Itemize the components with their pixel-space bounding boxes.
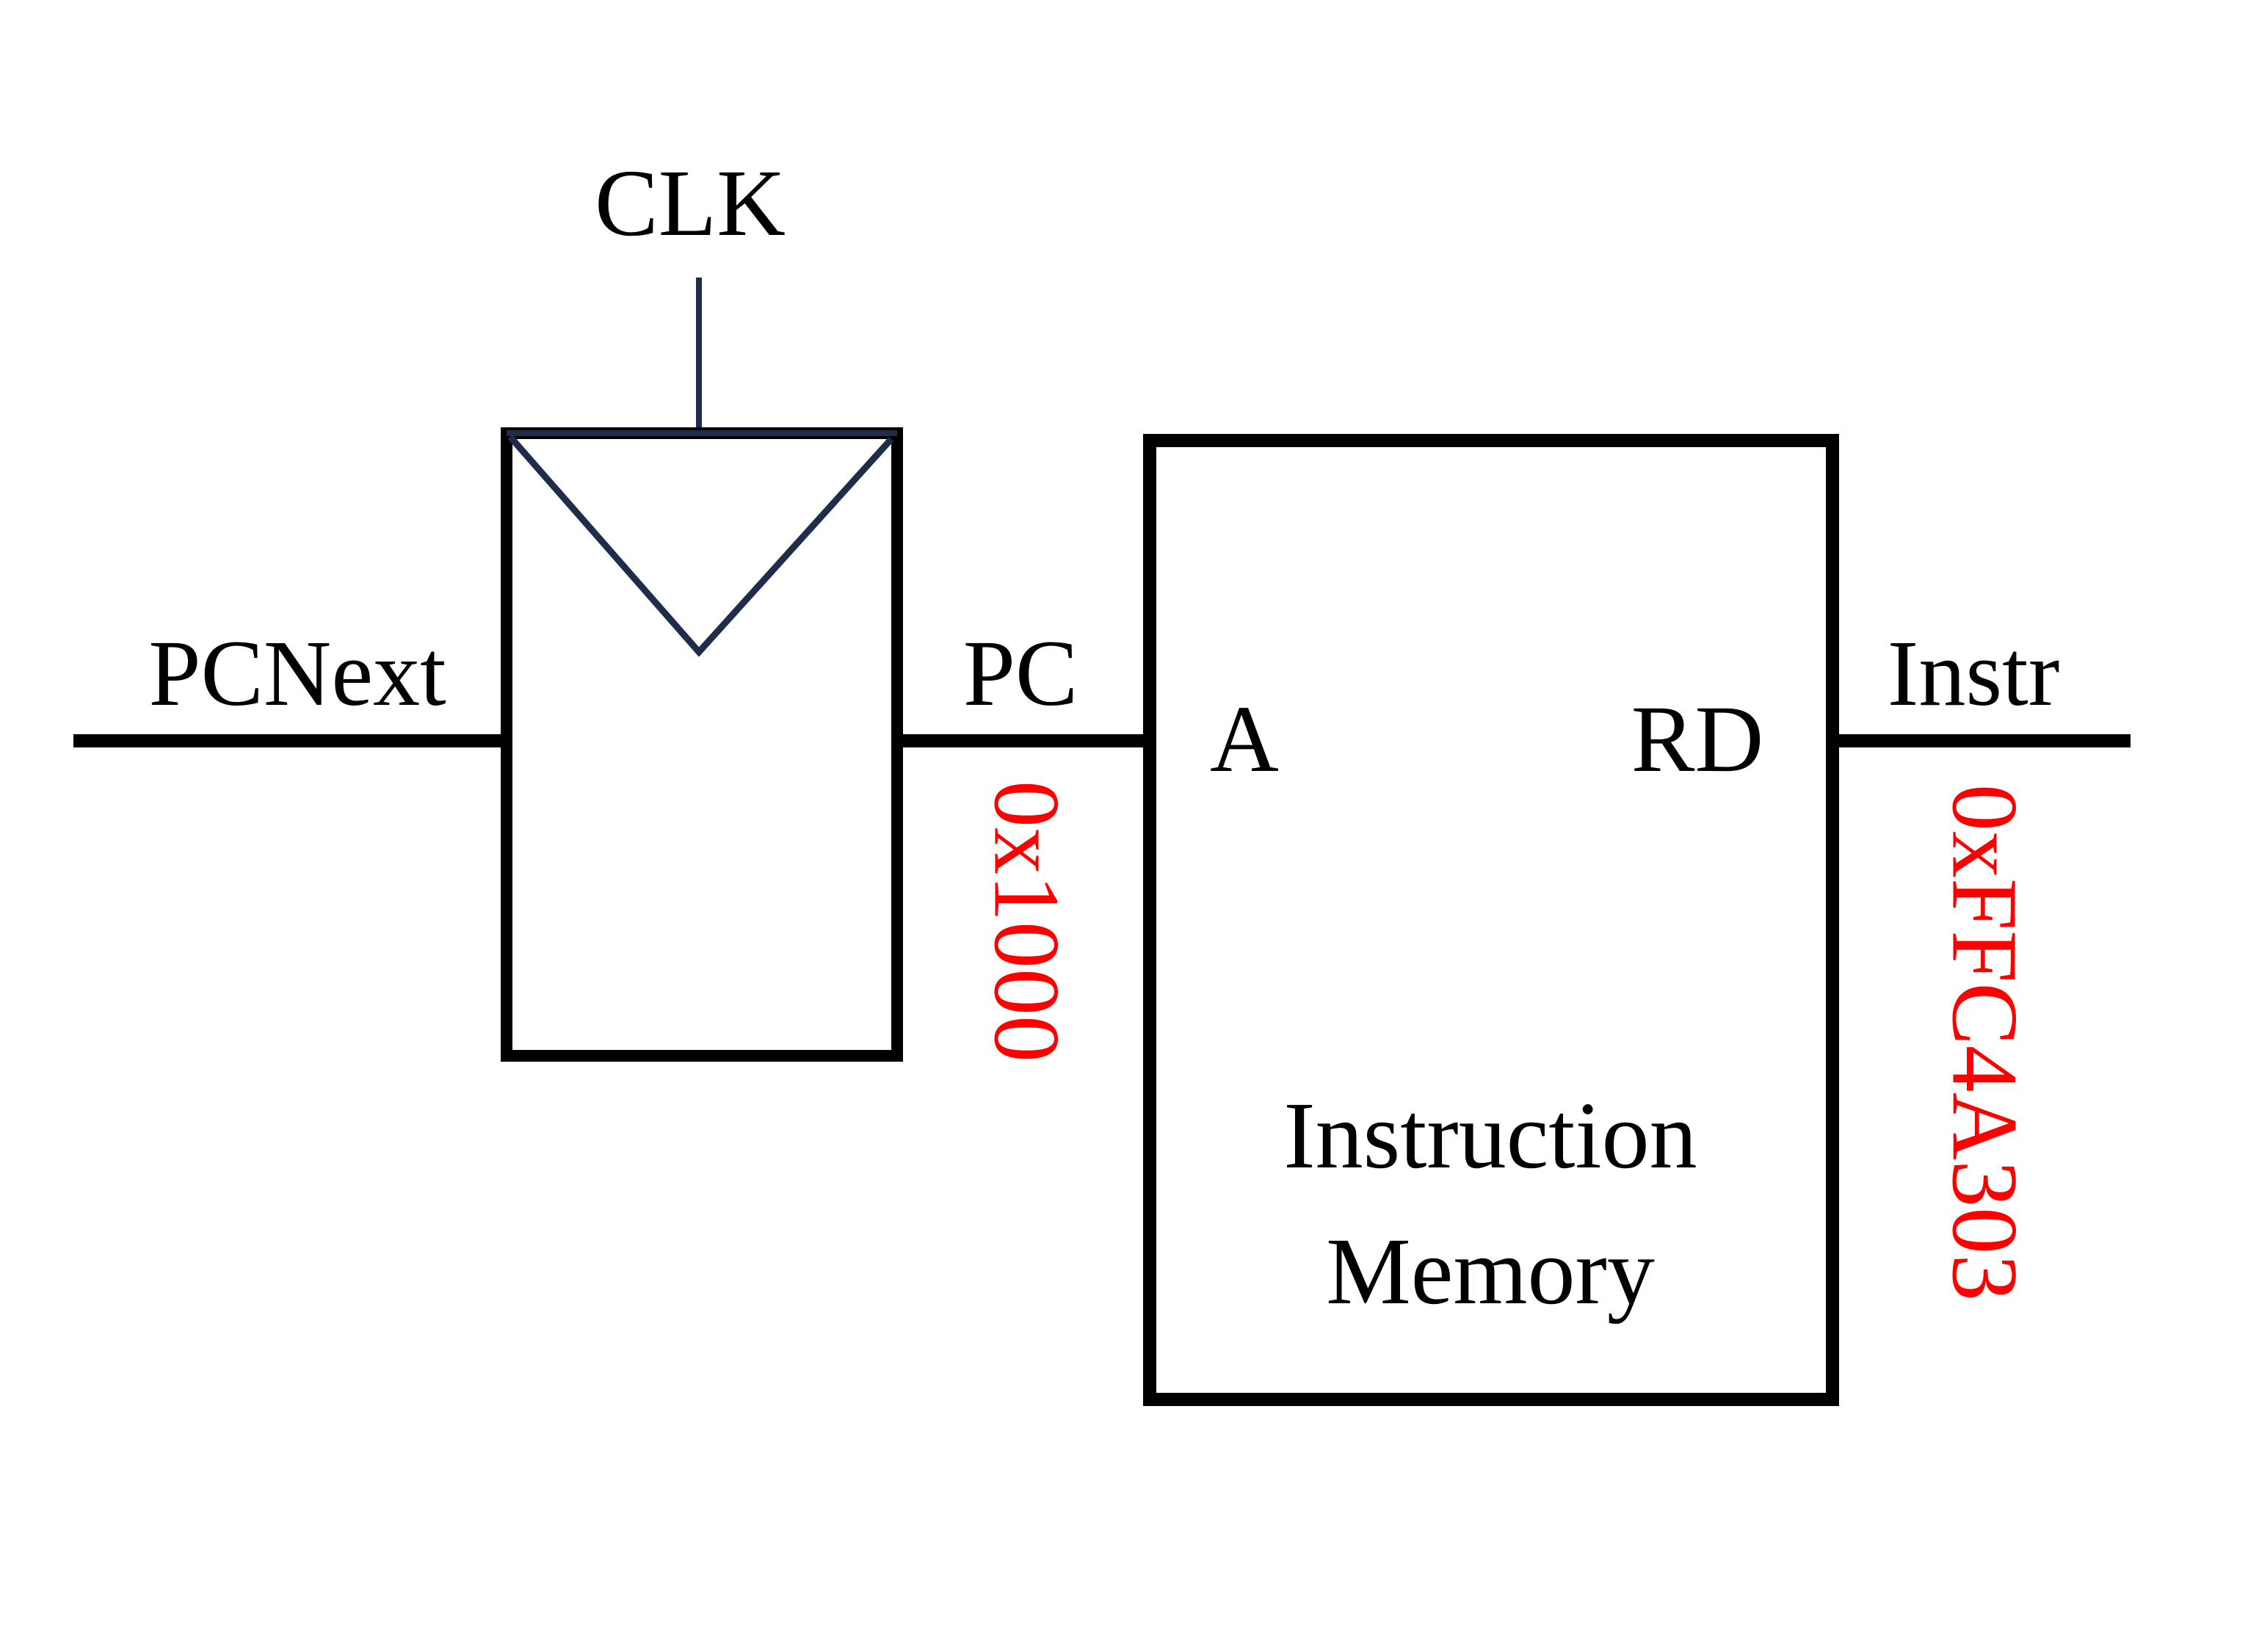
memory-read-port-label: RD <box>1631 686 1764 792</box>
clock-edge-triangle-icon <box>507 435 894 657</box>
pc-label: PC <box>963 621 1078 725</box>
clk-label: CLK <box>595 151 786 256</box>
instruction-memory <box>1143 434 1839 1406</box>
memory-title-line2: Memory <box>1326 1219 1655 1325</box>
instr-label: Instr <box>1888 621 2060 725</box>
pcnext-label: PCNext <box>148 621 446 725</box>
memory-address-port-label: A <box>1210 686 1279 792</box>
instr-value: 0xFFC4A303 <box>1933 784 2037 1301</box>
pc-value: 0x1000 <box>975 780 1079 1062</box>
memory-title-line1: Instruction <box>1283 1083 1697 1189</box>
pc-register <box>501 427 903 1062</box>
